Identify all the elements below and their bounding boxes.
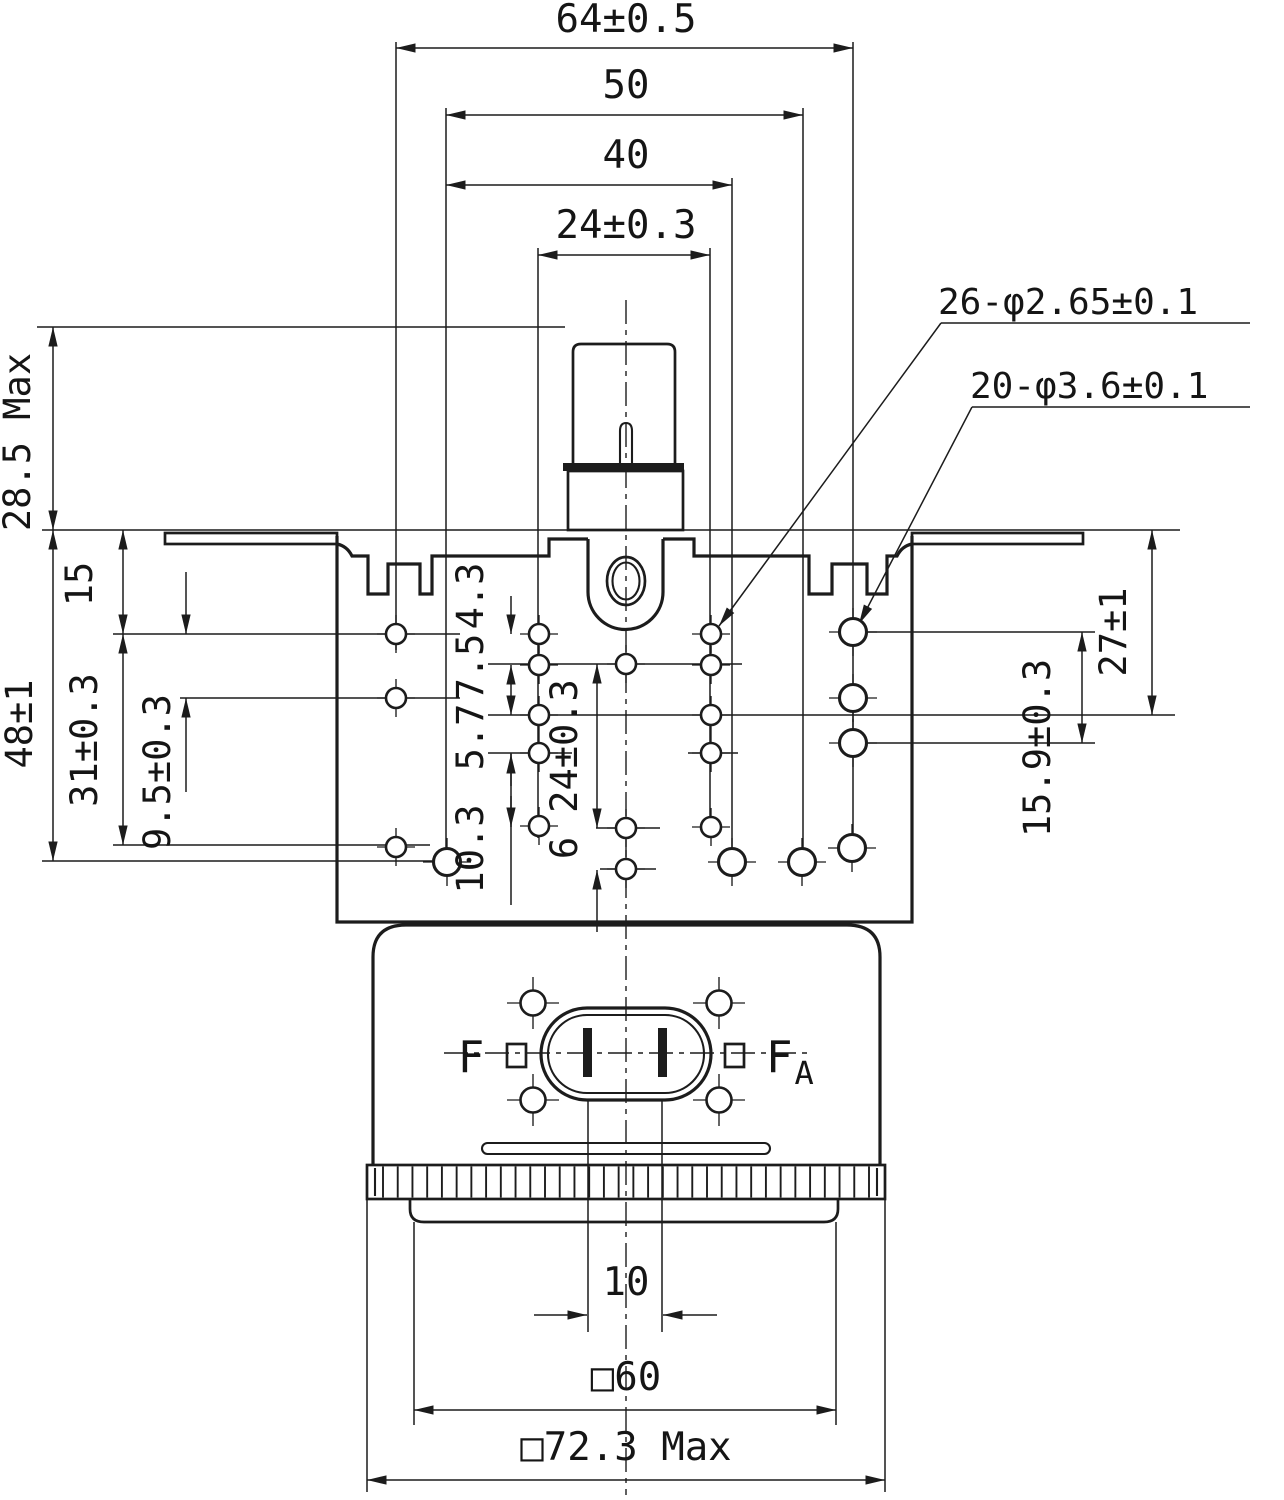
dome-hole	[693, 977, 745, 1029]
fin-teeth	[382, 1166, 870, 1198]
dim-6-label: 6	[543, 837, 586, 859]
terminal-hole-small	[377, 679, 415, 717]
antenna-cap	[571, 342, 677, 464]
dim-48-label: 48±1	[0, 679, 41, 768]
terminal-hole-large	[829, 674, 877, 722]
dim-27-label: 27±1	[1092, 587, 1135, 676]
filament-oval-inner	[546, 1013, 706, 1095]
flange-plate-right	[910, 531, 1085, 546]
terminal-hole-large	[708, 838, 756, 886]
flange-plate-left	[163, 531, 339, 546]
terminal-hole-small	[520, 696, 558, 734]
callout-large-holes: 20-φ3.6±0.1	[970, 366, 1208, 407]
terminal-hole-small	[692, 808, 730, 846]
dim-10-3-label: 10.3	[449, 804, 492, 893]
dim-4-3-label: 4.3	[449, 563, 492, 630]
filament-terminal-f	[583, 1028, 592, 1077]
terminal-hole-small	[377, 828, 415, 866]
terminal-hole-small	[692, 646, 730, 684]
terminal-hole-large	[423, 838, 471, 886]
terminal-holes	[377, 608, 877, 1126]
dim-5-7-label: 5.7	[449, 704, 492, 771]
dimension-texts: 64±0.5 50 40 24±0.3 26-φ2.65±0.1 20-φ3.6…	[0, 0, 1208, 1470]
terminal-hole-small	[607, 809, 645, 847]
antenna-mount-bracket	[586, 539, 665, 632]
antenna-band	[563, 463, 684, 471]
terminal-hole-small	[520, 734, 558, 772]
antenna-mount-ring-outer	[605, 555, 647, 607]
dim-31-label: 31±0.3	[63, 673, 106, 807]
dim-15-label: 15	[58, 562, 101, 607]
terminal-hole-small	[520, 807, 558, 845]
dim-28-5-max-label: 28.5 Max	[0, 353, 39, 531]
callout-small-holes: 26-φ2.65±0.1	[938, 282, 1198, 323]
terminal-hole-large	[829, 719, 877, 767]
dim-10-label: 10	[603, 1260, 650, 1305]
antenna-tip-pin	[618, 421, 634, 466]
fa-terminal-label: FA	[766, 1032, 814, 1092]
dome-hole	[693, 1074, 745, 1126]
magnetron-body	[163, 342, 1085, 1224]
dim-9-5-label: 9.5±0.3	[136, 694, 179, 850]
dim-60-label: □60	[591, 1355, 661, 1400]
dim-7-5-label: 7.5	[449, 634, 492, 701]
dome-hole	[507, 977, 559, 1029]
dim-72-3-label: □72.3 Max	[520, 1425, 731, 1470]
center-lines	[444, 300, 810, 1495]
dome-section	[371, 923, 882, 1165]
terminal-hole-small	[607, 645, 645, 683]
vent-slot	[480, 1141, 772, 1156]
antenna-base-block	[566, 469, 685, 532]
terminal-hole-large	[829, 608, 877, 656]
terminal-hole-small	[377, 615, 415, 653]
terminal-hole-small	[607, 850, 645, 888]
terminal-hole-small	[692, 696, 730, 734]
terminal-hole-large	[778, 838, 826, 886]
hole-callout-leaders	[718, 322, 1250, 627]
dim-24-mid-label: 24±0.3	[543, 679, 586, 813]
filter-box-top-edge-left	[336, 537, 588, 596]
f-marker-square	[505, 1042, 528, 1069]
fa-marker-square	[723, 1042, 746, 1069]
dim-40-label: 40	[603, 133, 650, 178]
fin-ring	[365, 1163, 887, 1201]
dome-hole	[507, 1074, 559, 1126]
dim-64-label: 64±0.5	[556, 0, 697, 42]
filter-box-top-edge-right	[663, 537, 913, 596]
filter-box-outline	[335, 536, 914, 924]
bottom-cap	[408, 1199, 840, 1224]
f-terminal-label: F	[458, 1032, 485, 1083]
antenna-mount-ring-inner	[611, 561, 641, 601]
terminal-hole-small	[520, 646, 558, 684]
filament-oval-outer	[539, 1006, 713, 1102]
dim-15-9-label: 15.9±0.3	[1016, 659, 1059, 837]
dim-50-label: 50	[603, 63, 650, 108]
terminal-hole-small	[692, 734, 730, 772]
filament-terminal-fa	[658, 1028, 667, 1077]
terminal-hole-large	[828, 824, 876, 872]
dim-24-top-label: 24±0.3	[556, 203, 697, 248]
